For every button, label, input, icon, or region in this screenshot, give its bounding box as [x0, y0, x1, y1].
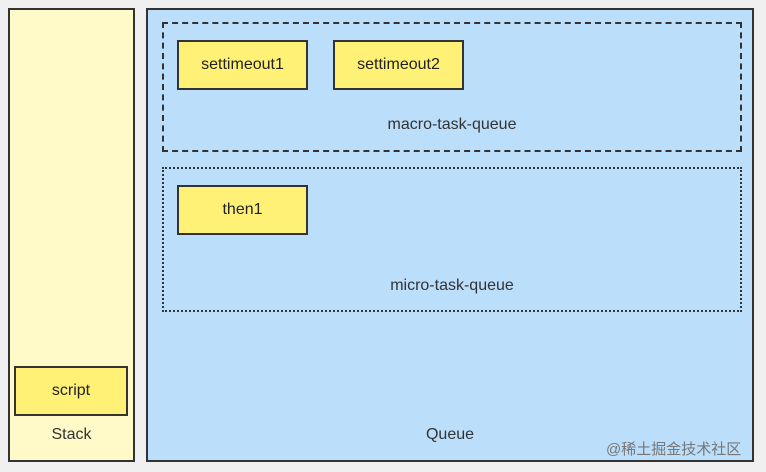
macro-task-settimeout2: settimeout2 [333, 40, 464, 90]
micro-task-queue-label: micro-task-queue [390, 277, 514, 294]
macro-task-queue-box [162, 22, 742, 152]
stack-item-script: script [14, 366, 128, 416]
macro-task-settimeout1: settimeout1 [177, 40, 308, 90]
stack-label: Stack [51, 426, 92, 443]
micro-task-then1: then1 [177, 185, 308, 235]
micro-task-queue-box [162, 167, 742, 312]
queue-label: Queue [425, 426, 475, 443]
watermark: @稀土掘金技术社区 [606, 441, 742, 458]
macro-task-queue-label: macro-task-queue [387, 116, 517, 133]
